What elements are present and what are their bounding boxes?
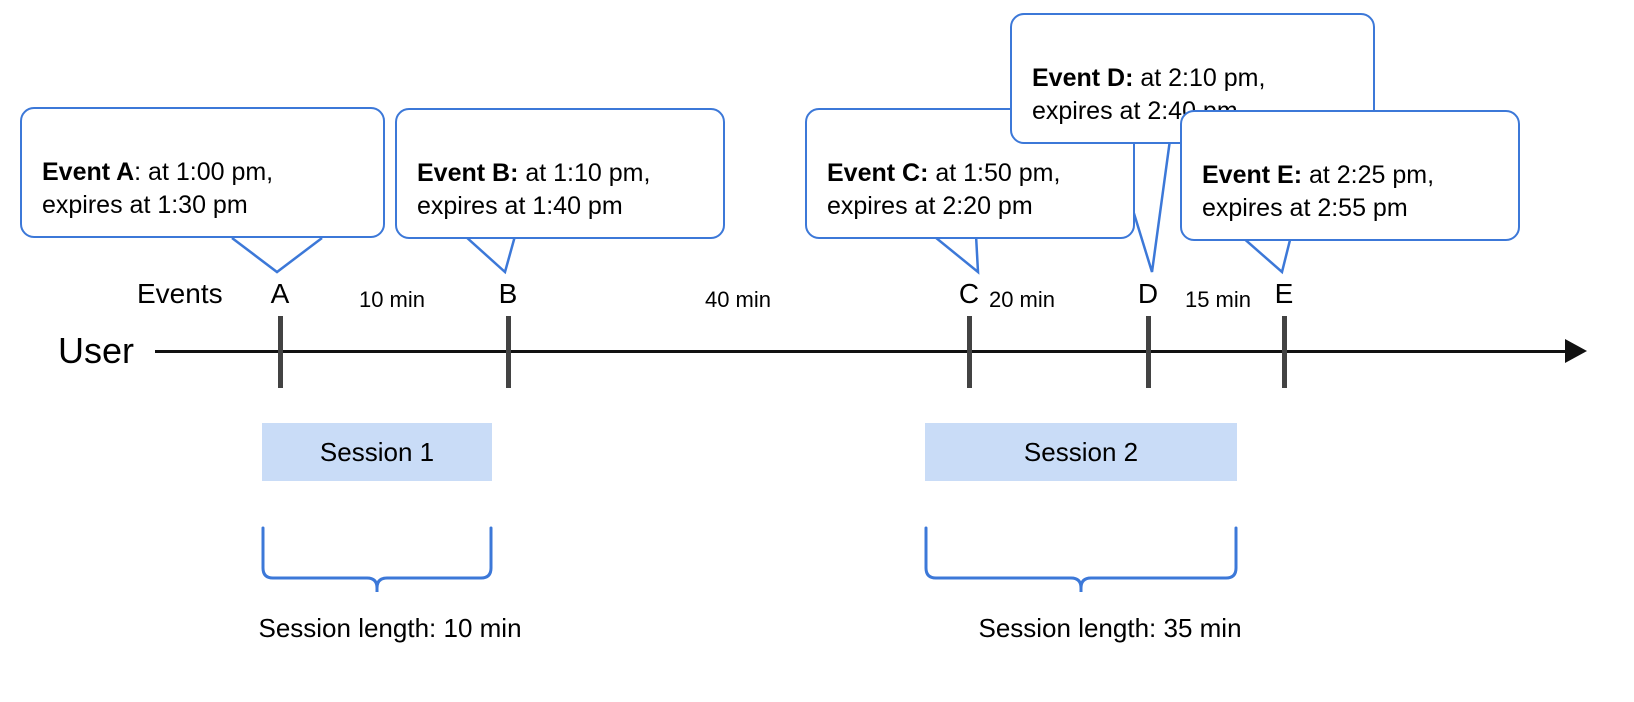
session-2-length-caption: Session length: 35 min bbox=[978, 613, 1242, 643]
gap-label-c-d: 20 min bbox=[988, 287, 1056, 312]
timeline-arrow-icon bbox=[1565, 339, 1587, 363]
tick-mark-d bbox=[1146, 316, 1151, 388]
tick-label-b: B bbox=[498, 278, 518, 309]
events-row-label: Events bbox=[137, 278, 223, 309]
callout-event-b: Event B: at 1:10 pm, expires at 1:40 pm bbox=[395, 108, 725, 239]
gap-label-b-c: 40 min bbox=[704, 287, 772, 312]
gap-label-a-b: 10 min bbox=[358, 287, 426, 312]
callout-event-d-name: Event D: bbox=[1032, 64, 1134, 92]
session-bar-1-label: Session 1 bbox=[319, 436, 435, 467]
tick-mark-c bbox=[967, 316, 972, 388]
callout-event-b-name: Event B: bbox=[417, 159, 519, 187]
tick-mark-a bbox=[278, 316, 283, 388]
tick-mark-e bbox=[1282, 316, 1287, 388]
callout-event-a-text: at 1:00 pm, expires at 1:30 pm bbox=[42, 158, 274, 219]
session-bar-2-label: Session 2 bbox=[1023, 436, 1139, 467]
callout-event-a: Event A: at 1:00 pm, expires at 1:30 pm bbox=[20, 107, 385, 238]
session-bar-1: Session 1 bbox=[262, 423, 492, 481]
callout-event-c-name: Event C: bbox=[827, 159, 929, 187]
callout-event-e-name: Event E: bbox=[1202, 161, 1303, 189]
session-1-length-caption: Session length: 10 min bbox=[258, 613, 522, 643]
tick-label-c: C bbox=[958, 278, 980, 309]
callout-event-e: Event E: at 2:25 pm, expires at 2:55 pm bbox=[1180, 110, 1520, 241]
user-row-label: User bbox=[58, 330, 135, 371]
tick-mark-b bbox=[506, 316, 511, 388]
callout-event-a-separator: : bbox=[134, 158, 142, 186]
session-bar-2: Session 2 bbox=[925, 423, 1237, 481]
timeline-axis-line bbox=[155, 350, 1575, 353]
gap-label-d-e: 15 min bbox=[1184, 287, 1252, 312]
tick-label-d: D bbox=[1137, 278, 1159, 309]
callout-event-a-name: Event A bbox=[42, 158, 135, 186]
tick-label-a: A bbox=[270, 278, 290, 309]
tick-label-e: E bbox=[1274, 278, 1294, 309]
